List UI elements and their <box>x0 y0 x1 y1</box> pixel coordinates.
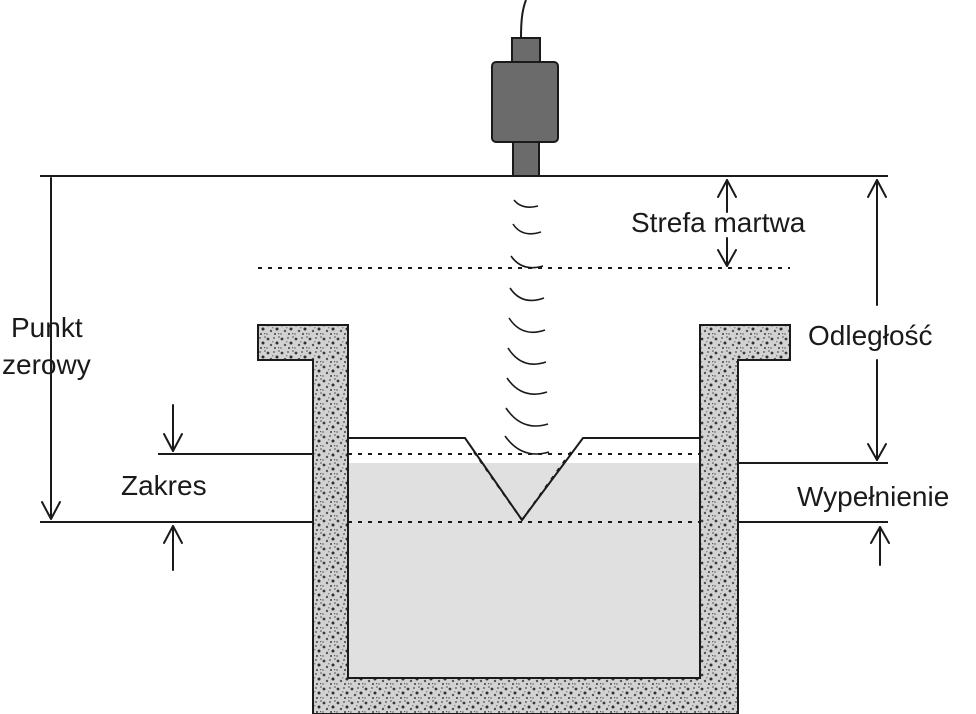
dead-zone-arrowhead-bottom <box>717 249 737 267</box>
sensor-cap <box>511 37 541 63</box>
zero-point-label-line1: Punkt <box>11 312 83 343</box>
liquid-fill <box>348 463 700 678</box>
sensor-cable <box>520 0 527 39</box>
ultrasonic-sensor-icon <box>491 61 559 143</box>
tank <box>257 324 791 714</box>
cone-dotted-right <box>521 451 572 521</box>
cone-dotted-left <box>473 451 523 521</box>
dead-zone-label: Strefa martwa <box>631 207 806 238</box>
range-arrowhead-bottom <box>163 525 183 544</box>
ultrasonic-waves <box>504 199 550 455</box>
distance-arrowhead-bottom <box>867 443 887 461</box>
dead-zone-arrowhead-top <box>717 179 737 198</box>
zero-point-label-line2: zerowy <box>2 349 91 380</box>
fill-label: Wypełnienie <box>797 481 949 512</box>
sensor-neck <box>512 141 540 177</box>
distance-label: Odległość <box>808 320 933 351</box>
range-arrowhead-top <box>163 433 183 452</box>
fill-arrowhead <box>870 526 890 544</box>
range-label: Zakres <box>121 470 207 501</box>
distance-arrowhead-top <box>867 179 887 198</box>
zero-point-arrowhead <box>41 501 61 520</box>
